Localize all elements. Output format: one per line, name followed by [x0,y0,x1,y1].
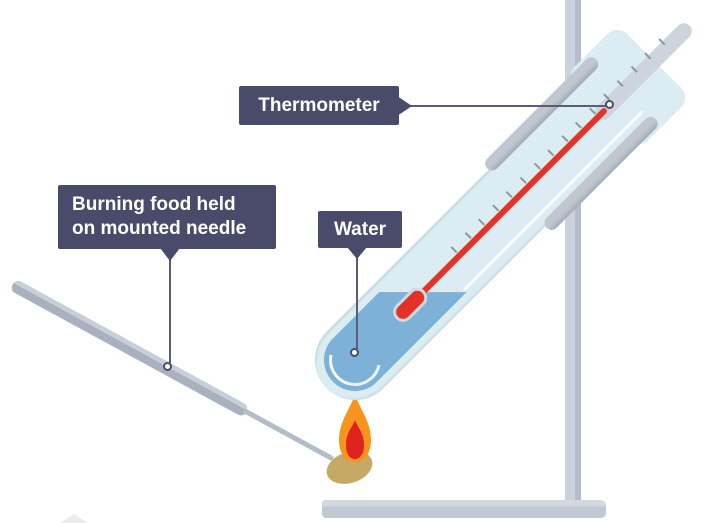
thermometer-label-pointer [397,96,412,116]
leader-line-thermometer [410,105,607,107]
marker-dot-burning-food [163,362,172,371]
leader-line-burning-food [169,259,171,363]
water-label-text: Water [333,218,387,240]
thermometer-label: Thermometer [239,86,412,125]
marker-dot-water [350,348,359,357]
corner-artifact [60,514,88,523]
mounted-needle [9,278,339,467]
needle-tip [242,408,335,462]
stand-base [322,500,606,518]
burning-food-label: Burning food held on mounted needle [58,185,276,261]
water-label: Water [318,211,402,259]
leader-line-water [356,257,358,349]
burning-food-label-line1: Burning food held [72,194,236,215]
burning-food-label-pointer [160,248,180,261]
needle-handle [9,278,250,418]
thermometer-label-text: Thermometer [258,94,380,116]
burning-food-label-line2: on mounted needle [72,218,247,239]
flame-icon [339,394,371,462]
marker-dot-thermometer [605,100,614,109]
water-label-pointer [347,247,367,259]
